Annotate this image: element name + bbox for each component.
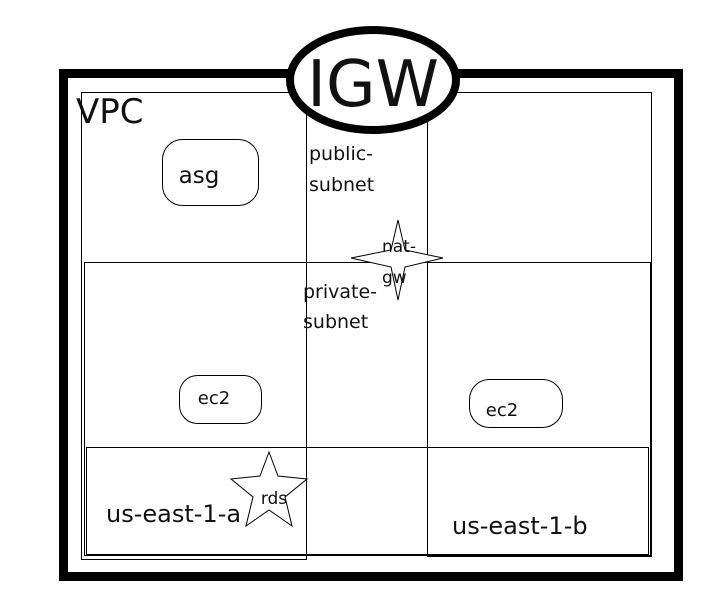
vpc-label: VPC: [76, 92, 144, 132]
data-subnet-box: [86, 447, 649, 555]
nat-gw-label: nat- gw: [382, 237, 421, 288]
zone-a-label: us-east-1-a: [106, 500, 241, 528]
ec2-label-a: ec2: [198, 388, 230, 409]
asg-label: asg: [179, 163, 220, 189]
rds-star: [229, 450, 309, 528]
nat-gw-star: [350, 219, 444, 301]
zone-a-box: [81, 92, 307, 560]
public-subnet-label: public- subnet: [309, 143, 379, 196]
ec2-node-b: [469, 379, 563, 428]
private-subnet-box: [84, 262, 651, 556]
private-subnet-label: private- subnet: [303, 281, 383, 333]
zone-b-box: [427, 92, 652, 557]
ec2-node-a: [179, 375, 262, 424]
ec2-label-b: ec2: [486, 400, 518, 421]
igw-ellipse: [286, 26, 460, 134]
igw-label: IGW: [307, 48, 439, 122]
asg-node: [162, 139, 259, 206]
rds-label: rds: [261, 489, 287, 509]
zone-b-label: us-east-1-b: [452, 512, 588, 540]
